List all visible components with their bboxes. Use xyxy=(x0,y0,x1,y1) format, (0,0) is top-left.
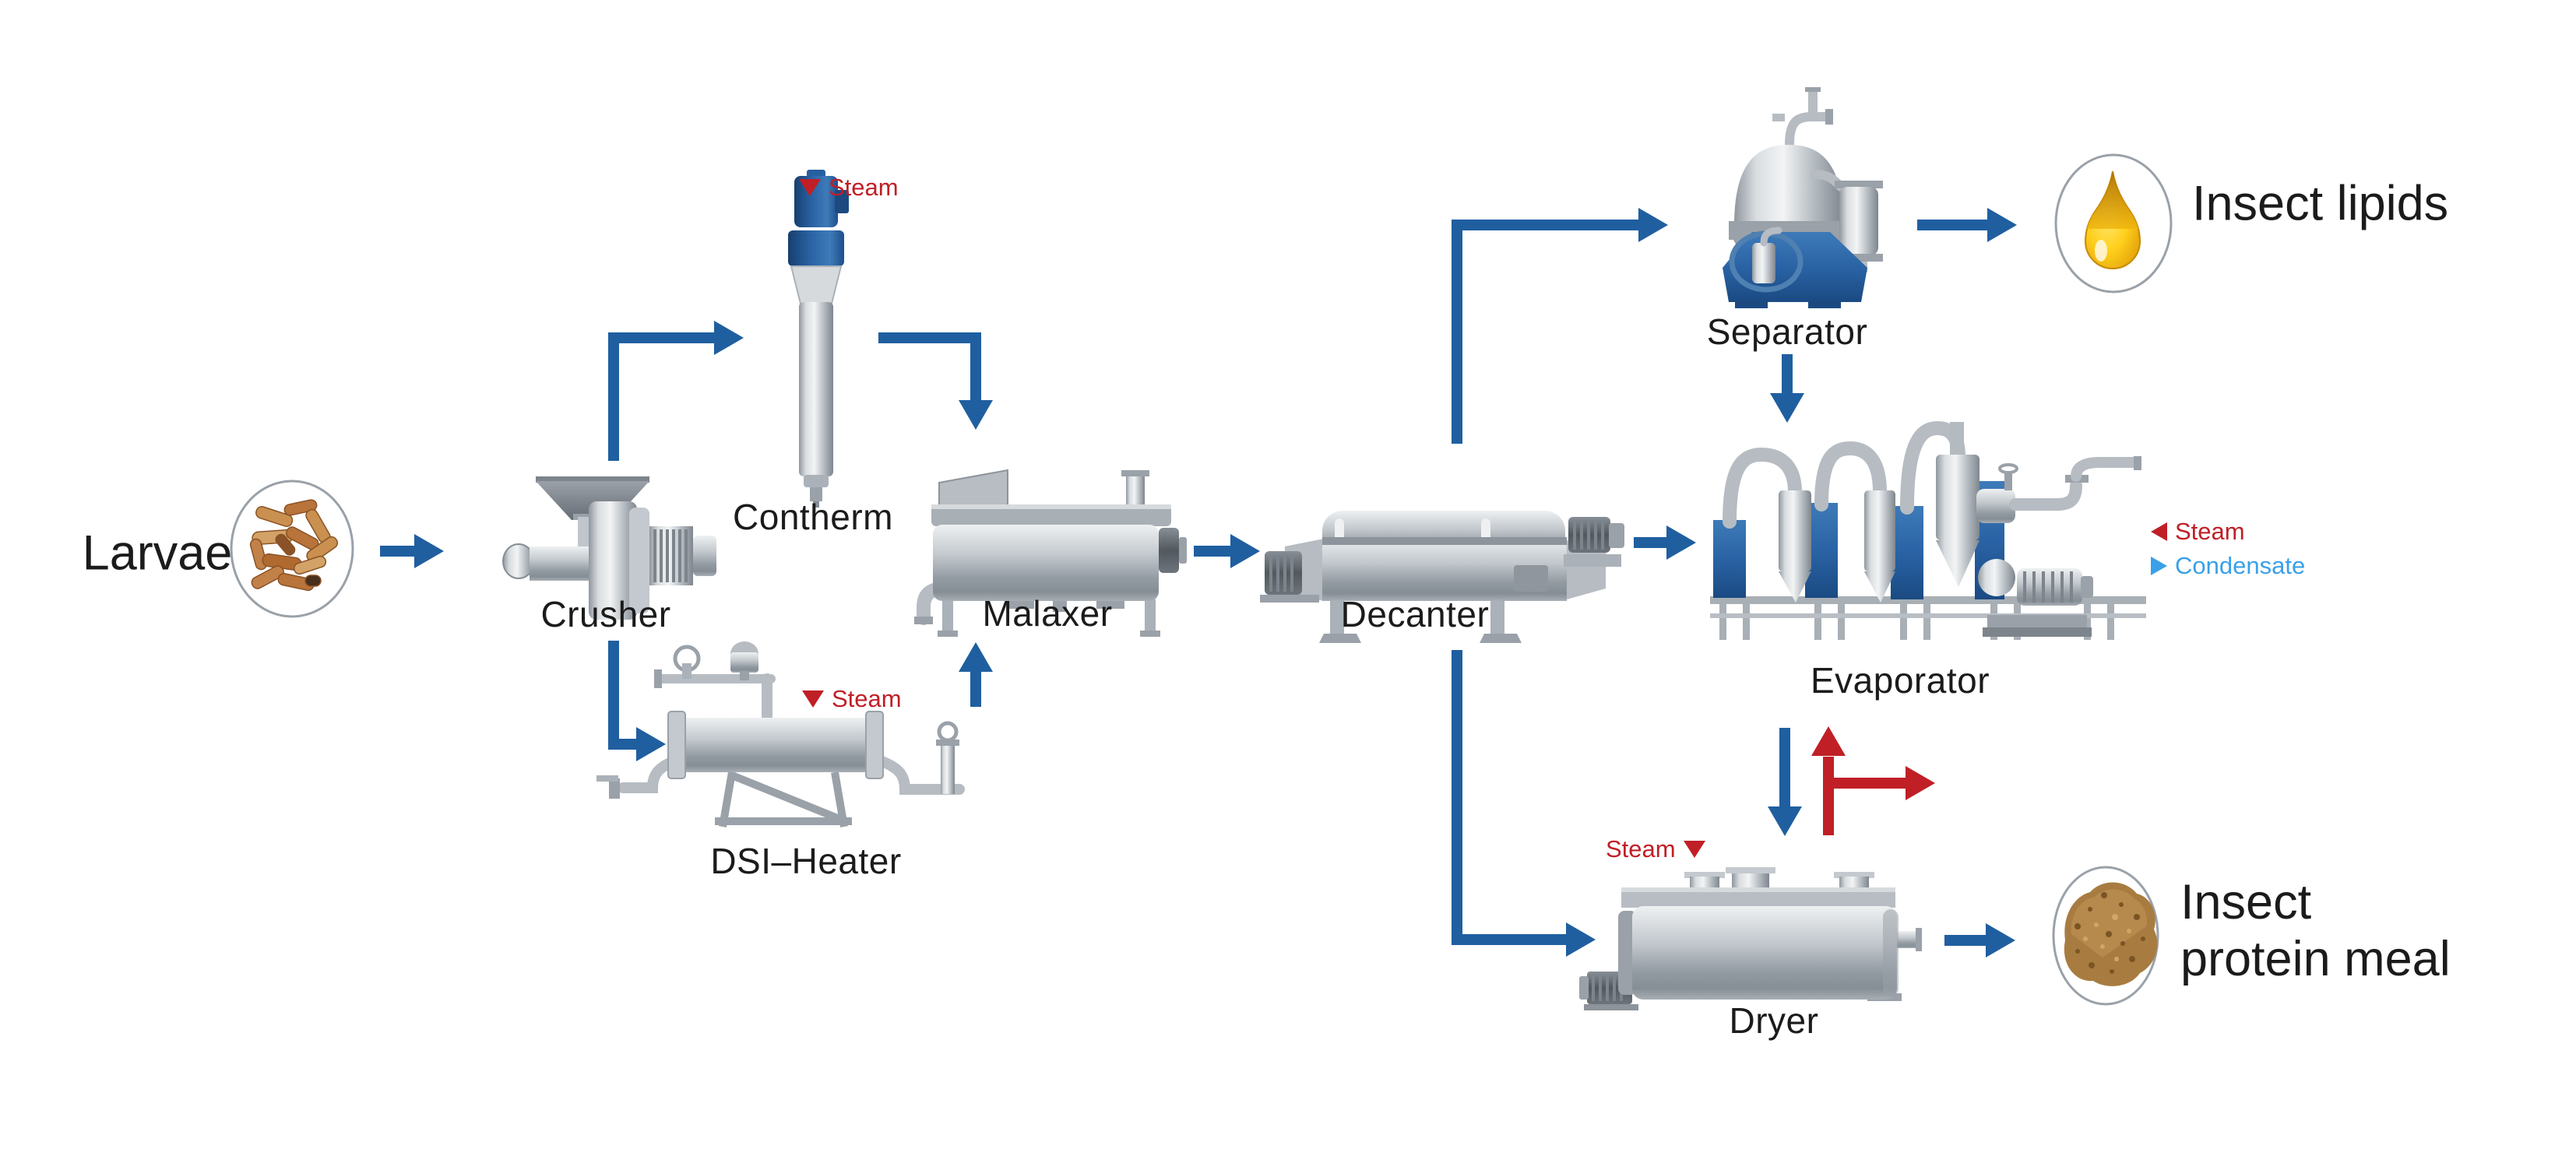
evaporator-steam-annotation: Steam xyxy=(2151,518,2245,546)
arrow-decanter-to-evaporator xyxy=(1634,525,1696,560)
larvae-label: Larvae xyxy=(82,525,233,581)
decanter-illustration xyxy=(1260,511,1624,643)
insect-protein-meal-label-line2: protein meal xyxy=(2180,932,2451,986)
contherm-steam-annotation: Steam xyxy=(799,174,899,202)
arrow-crusher-to-dsi-heater xyxy=(608,641,666,761)
decanter-label: Decanter xyxy=(1340,594,1490,634)
separator-illustration xyxy=(1723,87,1883,308)
condensate-right-triangle-icon xyxy=(2151,557,2167,575)
steam-down-triangle-icon xyxy=(799,179,821,196)
steam-down-triangle-icon xyxy=(1683,841,1705,858)
arrow-dryer-vapor-out xyxy=(1811,726,1935,835)
arrow-contherm-to-malaxer xyxy=(878,332,993,430)
arrow-evaporator-to-dryer xyxy=(1768,728,1802,836)
crusher-label: Crusher xyxy=(540,594,671,634)
dsi-steam-label: Steam xyxy=(832,685,902,712)
dsi-heater-illustration xyxy=(596,641,965,827)
insect-protein-meal-label: Insect protein meal xyxy=(2180,874,2451,988)
arrow-separator-to-evaporator xyxy=(1770,354,1804,423)
larvae-image xyxy=(230,480,354,618)
arrow-decanter-to-dryer xyxy=(1452,650,1596,957)
insect-lipids-image xyxy=(2054,153,2173,293)
evaporator-condensate-label: Condensate xyxy=(2175,552,2306,579)
contherm-steam-label: Steam xyxy=(829,174,899,201)
dryer-illustration xyxy=(1579,867,1922,1010)
contherm-illustration xyxy=(788,170,849,508)
dryer-steam-label: Steam xyxy=(1606,835,1676,863)
dsi-heater-label: DSI–Heater xyxy=(710,841,902,881)
arrow-separator-to-lipids xyxy=(1917,208,2017,242)
flow-arrows xyxy=(380,208,2017,957)
evaporator-condensate-annotation: Condensate xyxy=(2151,552,2305,580)
evaporator-steam-label: Steam xyxy=(2175,518,2245,545)
steam-left-triangle-icon xyxy=(2151,522,2167,541)
malaxer-label: Malaxer xyxy=(982,593,1113,634)
evaporator-label: Evaporator xyxy=(1810,660,1990,701)
arrow-larvae-to-crusher xyxy=(380,534,444,568)
dryer-label: Dryer xyxy=(1729,1000,1819,1041)
arrow-crusher-to-contherm xyxy=(608,321,744,461)
arrow-dsi-heater-to-malaxer xyxy=(959,642,993,707)
separator-label: Separator xyxy=(1706,311,1868,352)
contherm-label: Contherm xyxy=(733,497,893,537)
dsi-steam-annotation: Steam xyxy=(802,685,902,713)
arrow-decanter-to-separator xyxy=(1452,208,1668,444)
evaporator-illustration xyxy=(1710,420,2146,640)
insect-lipids-label: Insect lipids xyxy=(2192,176,2449,231)
steam-down-triangle-icon xyxy=(802,690,824,708)
malaxer-illustration xyxy=(914,469,1187,637)
insect-protein-meal-image xyxy=(2052,866,2159,1006)
arrow-malaxer-to-decanter xyxy=(1194,534,1260,568)
crusher-illustration xyxy=(502,476,716,620)
arrow-dryer-to-protein-meal xyxy=(1944,923,2015,957)
dryer-steam-annotation: Steam xyxy=(1606,835,1705,863)
insect-protein-meal-label-line1: Insect xyxy=(2180,874,2312,929)
